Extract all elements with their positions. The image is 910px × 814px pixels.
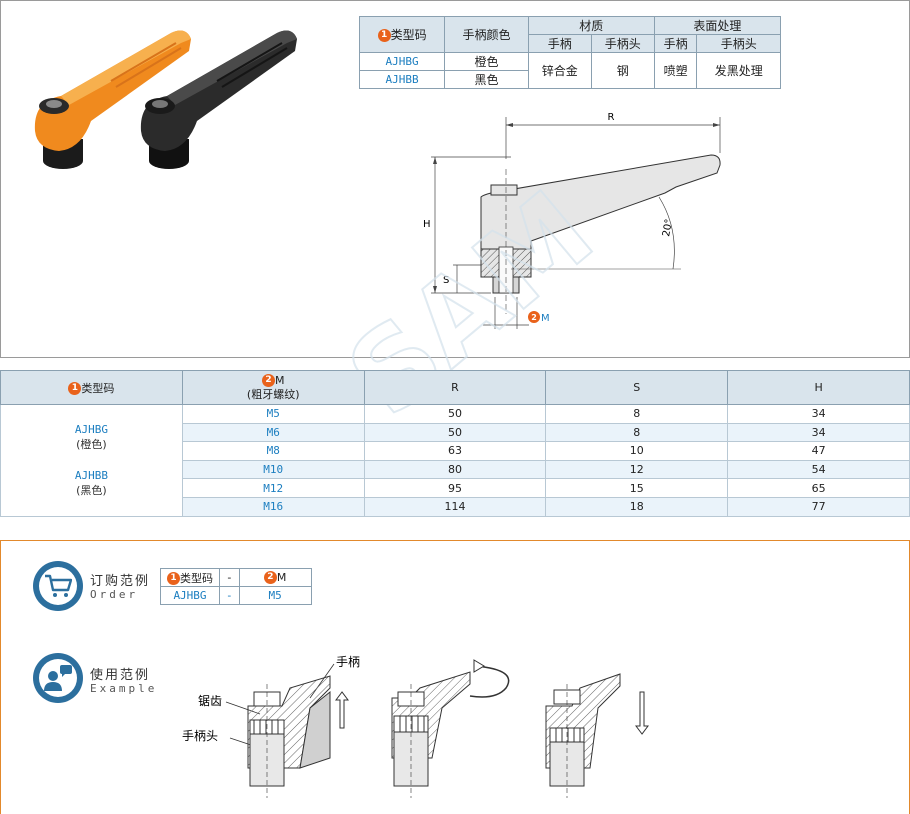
table-row-m: M5 bbox=[181, 404, 365, 424]
dim-label-angle: 20° bbox=[661, 218, 675, 237]
table-row-r: 80 bbox=[363, 459, 547, 480]
table-row-m: M8 bbox=[181, 441, 365, 461]
badge-two: 2 bbox=[263, 571, 277, 585]
table-row-h: 77 bbox=[727, 496, 910, 517]
table-row-h: 54 bbox=[727, 459, 910, 480]
table-row-s: 8 bbox=[545, 422, 729, 443]
dim-label-m: M bbox=[541, 313, 550, 324]
badge-one: 1 bbox=[167, 572, 180, 585]
label-handle-head: 手柄头 bbox=[182, 729, 218, 743]
order-title: 订购范例 bbox=[90, 574, 151, 589]
table-row-s: 12 bbox=[545, 459, 729, 480]
black-handle-image bbox=[140, 30, 297, 169]
product-photos bbox=[34, 30, 297, 169]
dim-label-r: R bbox=[608, 112, 615, 123]
usage-figure-rotating bbox=[391, 659, 510, 798]
order-header-m-label: M bbox=[276, 570, 287, 584]
orange-handle-image bbox=[34, 30, 191, 169]
order-value-code: AJHBG bbox=[160, 586, 220, 605]
table-row-r: 114 bbox=[363, 496, 547, 517]
usage-figure-released bbox=[545, 673, 649, 798]
usage-illustration: 手柄 锯齿 手柄头 bbox=[182, 655, 649, 798]
dim-label-s: S bbox=[443, 275, 449, 286]
table-row-m: M16 bbox=[181, 496, 365, 517]
type-code-g: AJHBG bbox=[74, 423, 108, 437]
table-row-r: 63 bbox=[363, 441, 547, 461]
spec-sub-head: 手柄头 bbox=[590, 34, 655, 53]
order-value-dash: - bbox=[219, 586, 240, 605]
drawing-badge-two bbox=[528, 311, 540, 323]
table-row-s: 18 bbox=[545, 496, 729, 517]
spec-sub-handle-2: 手柄 bbox=[653, 34, 698, 53]
table-row-h: 47 bbox=[727, 441, 910, 461]
drawing-badge-two-text: 2 bbox=[531, 313, 537, 322]
table-row-m: M6 bbox=[181, 422, 365, 443]
order-subtitle: Order bbox=[90, 588, 139, 601]
order-value-m: M5 bbox=[238, 586, 312, 605]
spec-surface-head: 发黑处理 bbox=[696, 52, 781, 89]
type-color-b: (黑色) bbox=[76, 484, 107, 498]
table-row-s: 8 bbox=[545, 404, 729, 424]
dim-header-m-label: M bbox=[274, 373, 285, 387]
dim-header-h: H bbox=[727, 370, 910, 405]
technical-drawing: R H S 2 M 20° bbox=[423, 112, 721, 329]
table-row-r: 50 bbox=[363, 404, 547, 424]
spec-header-code-label: 类型码 bbox=[390, 28, 427, 42]
table-row-h: 34 bbox=[727, 404, 910, 424]
table-row-r: 50 bbox=[363, 422, 547, 443]
badge-one: 1 bbox=[377, 29, 391, 42]
table-row-m: M10 bbox=[181, 459, 365, 480]
spec-header-color: 手柄颜色 bbox=[444, 16, 529, 53]
badge-one: 1 bbox=[68, 382, 82, 395]
spec-sub-handle: 手柄 bbox=[527, 34, 592, 53]
user-chat-icon bbox=[33, 653, 83, 703]
table-row-h: 34 bbox=[727, 422, 910, 443]
table-row-s: 10 bbox=[545, 441, 729, 461]
spec-color-cell: 橙色 bbox=[444, 52, 529, 71]
spec-code-cell: AJHBB bbox=[358, 70, 446, 89]
label-serration: 锯齿 bbox=[198, 693, 222, 708]
table-row-r: 95 bbox=[363, 478, 547, 498]
table-row-s: 15 bbox=[545, 478, 729, 498]
spec-material-handle: 锌合金 bbox=[527, 52, 592, 89]
spec-sub-head-2: 手柄头 bbox=[696, 34, 781, 53]
cart-icon bbox=[33, 561, 83, 611]
spec-color-cell: 黑色 bbox=[444, 70, 529, 89]
dim-header-code-label: 类型码 bbox=[81, 381, 115, 395]
dim-header-s: S bbox=[545, 370, 729, 405]
dim-label-h: H bbox=[423, 219, 431, 230]
usage-title: 使用范例 bbox=[90, 668, 151, 683]
table-row-m: M12 bbox=[181, 478, 365, 498]
spec-material-head: 钢 bbox=[590, 52, 655, 89]
order-header-code-label: 类型码 bbox=[180, 571, 213, 585]
label-handle: 手柄 bbox=[336, 655, 360, 669]
spec-header-material: 材质 bbox=[527, 16, 655, 35]
type-color-g: (橙色) bbox=[76, 438, 107, 452]
dim-header-m-sub: (粗牙螺纹) bbox=[246, 387, 300, 401]
spec-surface-handle: 喷塑 bbox=[653, 52, 698, 89]
usage-figure-engaged bbox=[247, 675, 349, 798]
dim-type-code-cell: AJHBG (橙色) AJHBB (黑色) bbox=[0, 404, 183, 517]
order-header-dash: - bbox=[219, 568, 240, 587]
badge-two: 2 bbox=[261, 374, 275, 387]
table-row-h: 65 bbox=[727, 478, 910, 498]
usage-subtitle: Example bbox=[90, 682, 158, 695]
spec-header-surface: 表面处理 bbox=[653, 16, 782, 35]
type-code-b: AJHBB bbox=[74, 469, 108, 483]
spec-code-cell: AJHBG bbox=[358, 52, 446, 71]
dim-header-r: R bbox=[363, 370, 547, 405]
